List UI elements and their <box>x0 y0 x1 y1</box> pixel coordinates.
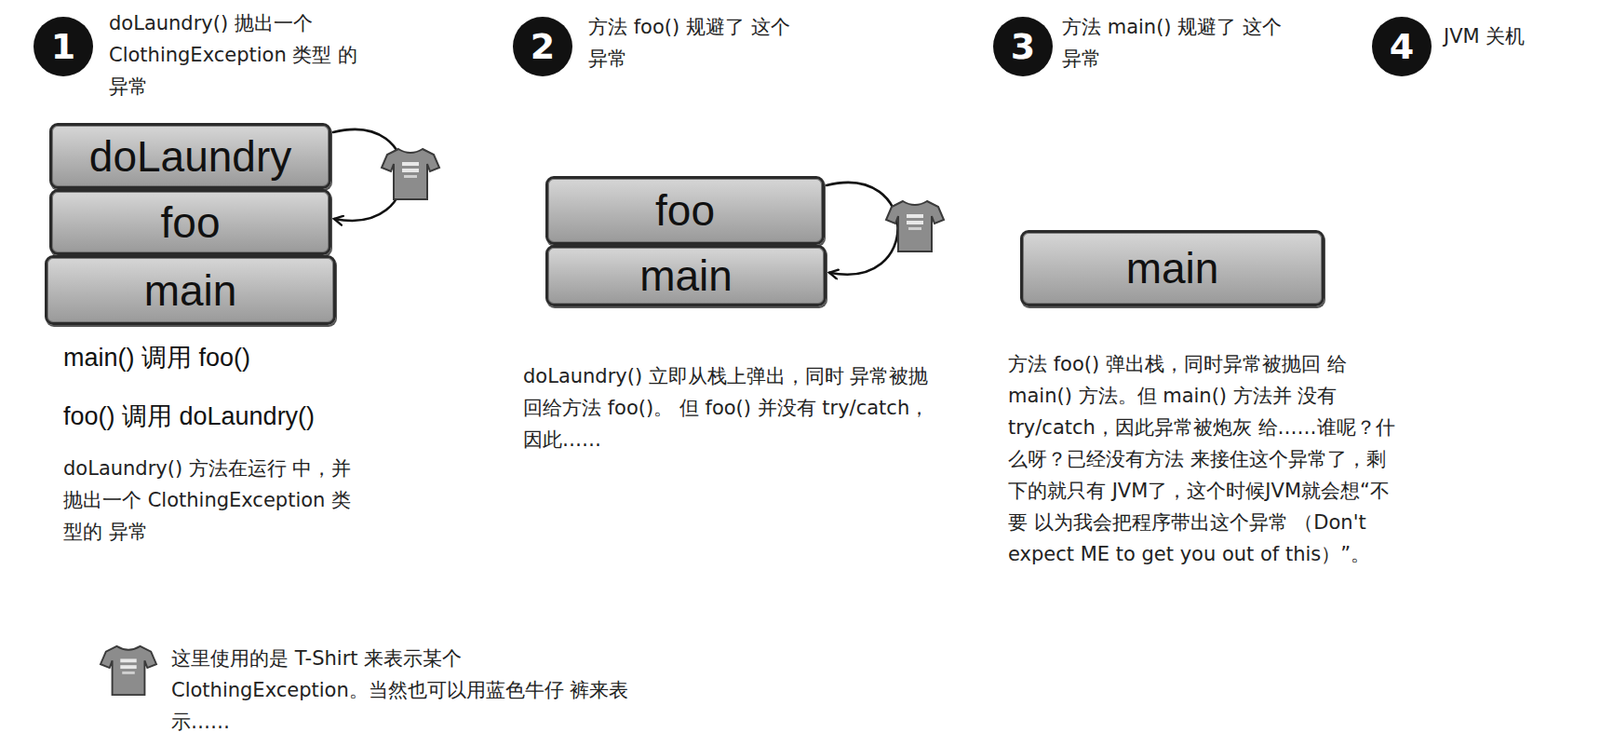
step-heading: 方法 main() 规避了 这个异常 <box>1062 11 1295 75</box>
callout-number: 3 <box>993 16 1053 77</box>
callout-number: 2 <box>512 16 573 77</box>
stack-frame: main <box>1020 229 1325 307</box>
stack-frame: foo <box>545 175 825 245</box>
frame-label: main <box>639 254 733 297</box>
frame-label: foo <box>161 201 221 244</box>
call-note: foo() 调用 doLaundry() <box>63 400 315 432</box>
stack-frame: main <box>44 255 337 325</box>
frame-label: foo <box>655 188 715 232</box>
callout-number: 4 <box>1371 16 1432 77</box>
legend-text: 这里使用的是 T-Shirt 来表示某个 ClothingException。当… <box>171 642 665 738</box>
tshirt-icon <box>98 642 159 699</box>
step-description: doLaundry() 方法在运行 中，并抛出一个 ClothingExcept… <box>63 452 362 548</box>
tshirt-icon <box>884 197 946 256</box>
step-description: doLaundry() 立即从栈上弹出，同时 异常被抛回给方法 foo()。 但… <box>523 360 933 456</box>
stack-frame: doLaundry <box>49 122 332 189</box>
call-note: main() 调用 foo() <box>63 341 251 374</box>
tshirt-icon <box>379 145 442 203</box>
frame-label: doLaundry <box>89 134 292 178</box>
frame-label: main <box>1126 246 1220 290</box>
throw-arrow <box>826 182 899 275</box>
callout-number: 1 <box>33 16 94 77</box>
step-heading: 方法 foo() 规避了 这个异常 <box>588 11 803 75</box>
step-heading: doLaundry() 抛出一个 ClothingException 类型 的异… <box>108 7 375 103</box>
step-heading: JVM 关机 <box>1443 20 1584 53</box>
step-description: 方法 foo() 弹出栈，同时异常被抛回 给 main() 方法。但 main(… <box>1008 348 1404 570</box>
stack-frame: foo <box>49 188 332 256</box>
stack-frame: main <box>545 244 827 307</box>
frame-label: main <box>144 268 238 312</box>
